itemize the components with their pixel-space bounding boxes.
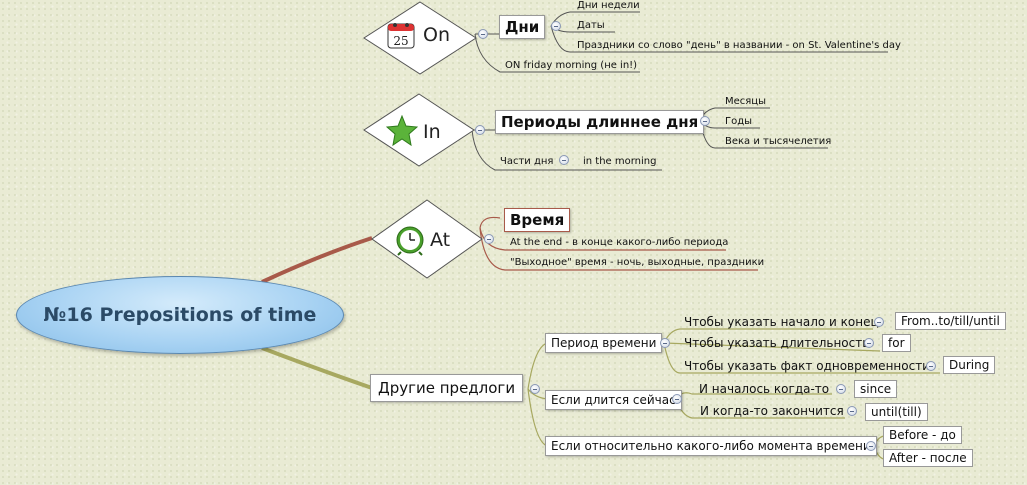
period-item[interactable]: Чтобы указать факт одновременности (684, 359, 930, 373)
collapse-on-button[interactable] (478, 29, 488, 39)
period-answer[interactable]: During (943, 356, 996, 374)
collapse-periods-button[interactable] (700, 116, 710, 126)
central-topic[interactable]: №16 Prepositions of time (16, 276, 344, 354)
collapse-at-button[interactable] (484, 234, 494, 244)
relative-node[interactable]: Если относительно какого-либо момента вр… (545, 436, 877, 456)
collapse-period-item-button[interactable] (864, 338, 874, 348)
other-prepositions-node[interactable]: Другие предлоги (370, 374, 524, 402)
period-item[interactable]: Чтобы указать начало и конец (684, 315, 879, 329)
periods-child[interactable]: Века и тысячелетия (725, 136, 832, 147)
days-node[interactable]: Дни (499, 15, 546, 39)
collapse-day-parts-button[interactable] (559, 155, 569, 165)
star-icon (386, 115, 418, 147)
periods-child[interactable]: Годы (725, 116, 753, 127)
lasting-item[interactable]: И началось когда-то (699, 382, 830, 396)
collapse-period-item-button[interactable] (926, 361, 936, 371)
collapse-lasting-item-button[interactable] (836, 384, 846, 394)
days-child[interactable]: Дни недели (577, 0, 640, 11)
period-answer[interactable]: for (882, 334, 911, 352)
collapse-in-button[interactable] (475, 125, 485, 135)
period-item[interactable]: Чтобы указать длительность (684, 336, 870, 350)
collapse-relative-button[interactable] (866, 441, 876, 451)
at-child[interactable]: At the end - в конце какого-либо периода (510, 237, 729, 248)
periods-node[interactable]: Периоды длиннее дня (495, 110, 705, 134)
at-child[interactable]: "Выходное" время - ночь, выходные, празд… (510, 257, 765, 268)
relative-answer[interactable]: Before - до (883, 426, 962, 444)
day-parts-child[interactable]: in the morning (583, 156, 657, 167)
lasting-answer[interactable]: since (854, 380, 898, 398)
calendar-icon: 25 (387, 23, 415, 49)
periods-child[interactable]: Месяцы (725, 96, 766, 107)
collapse-lasting-button[interactable] (672, 394, 682, 404)
period-node[interactable]: Период времени (545, 333, 663, 353)
topic-in-label: In (423, 121, 441, 143)
svg-text:25: 25 (393, 34, 408, 48)
period-answer[interactable]: From..to/till/until (895, 312, 1006, 330)
relative-answer[interactable]: After - после (883, 449, 973, 467)
topic-at-label: At (430, 229, 451, 251)
topic-on-label: On (423, 24, 450, 46)
collapse-days-button[interactable] (551, 21, 561, 31)
alarm-clock-icon (396, 226, 424, 256)
days-child[interactable]: Праздники со слово "день" в названии - o… (577, 40, 901, 51)
topic-on[interactable] (362, 0, 478, 76)
lasting-node[interactable]: Если длится сейчас (545, 390, 682, 410)
lasting-answer[interactable]: until(till) (865, 403, 928, 421)
collapse-period-button[interactable] (660, 338, 670, 348)
topic-in[interactable] (362, 92, 476, 168)
collapse-other-button[interactable] (530, 384, 540, 394)
collapse-period-item-button[interactable] (874, 317, 884, 327)
central-topic-label: №16 Prepositions of time (43, 304, 317, 326)
day-parts-node[interactable]: Части дня (500, 156, 554, 167)
time-node[interactable]: Время (504, 208, 571, 232)
on-extra[interactable]: ON friday morning (не in!) (505, 60, 638, 71)
topic-at[interactable] (370, 198, 484, 280)
collapse-lasting-item-button[interactable] (847, 406, 857, 416)
lasting-item[interactable]: И когда-то закончится (700, 404, 844, 418)
days-child[interactable]: Даты (577, 20, 605, 31)
